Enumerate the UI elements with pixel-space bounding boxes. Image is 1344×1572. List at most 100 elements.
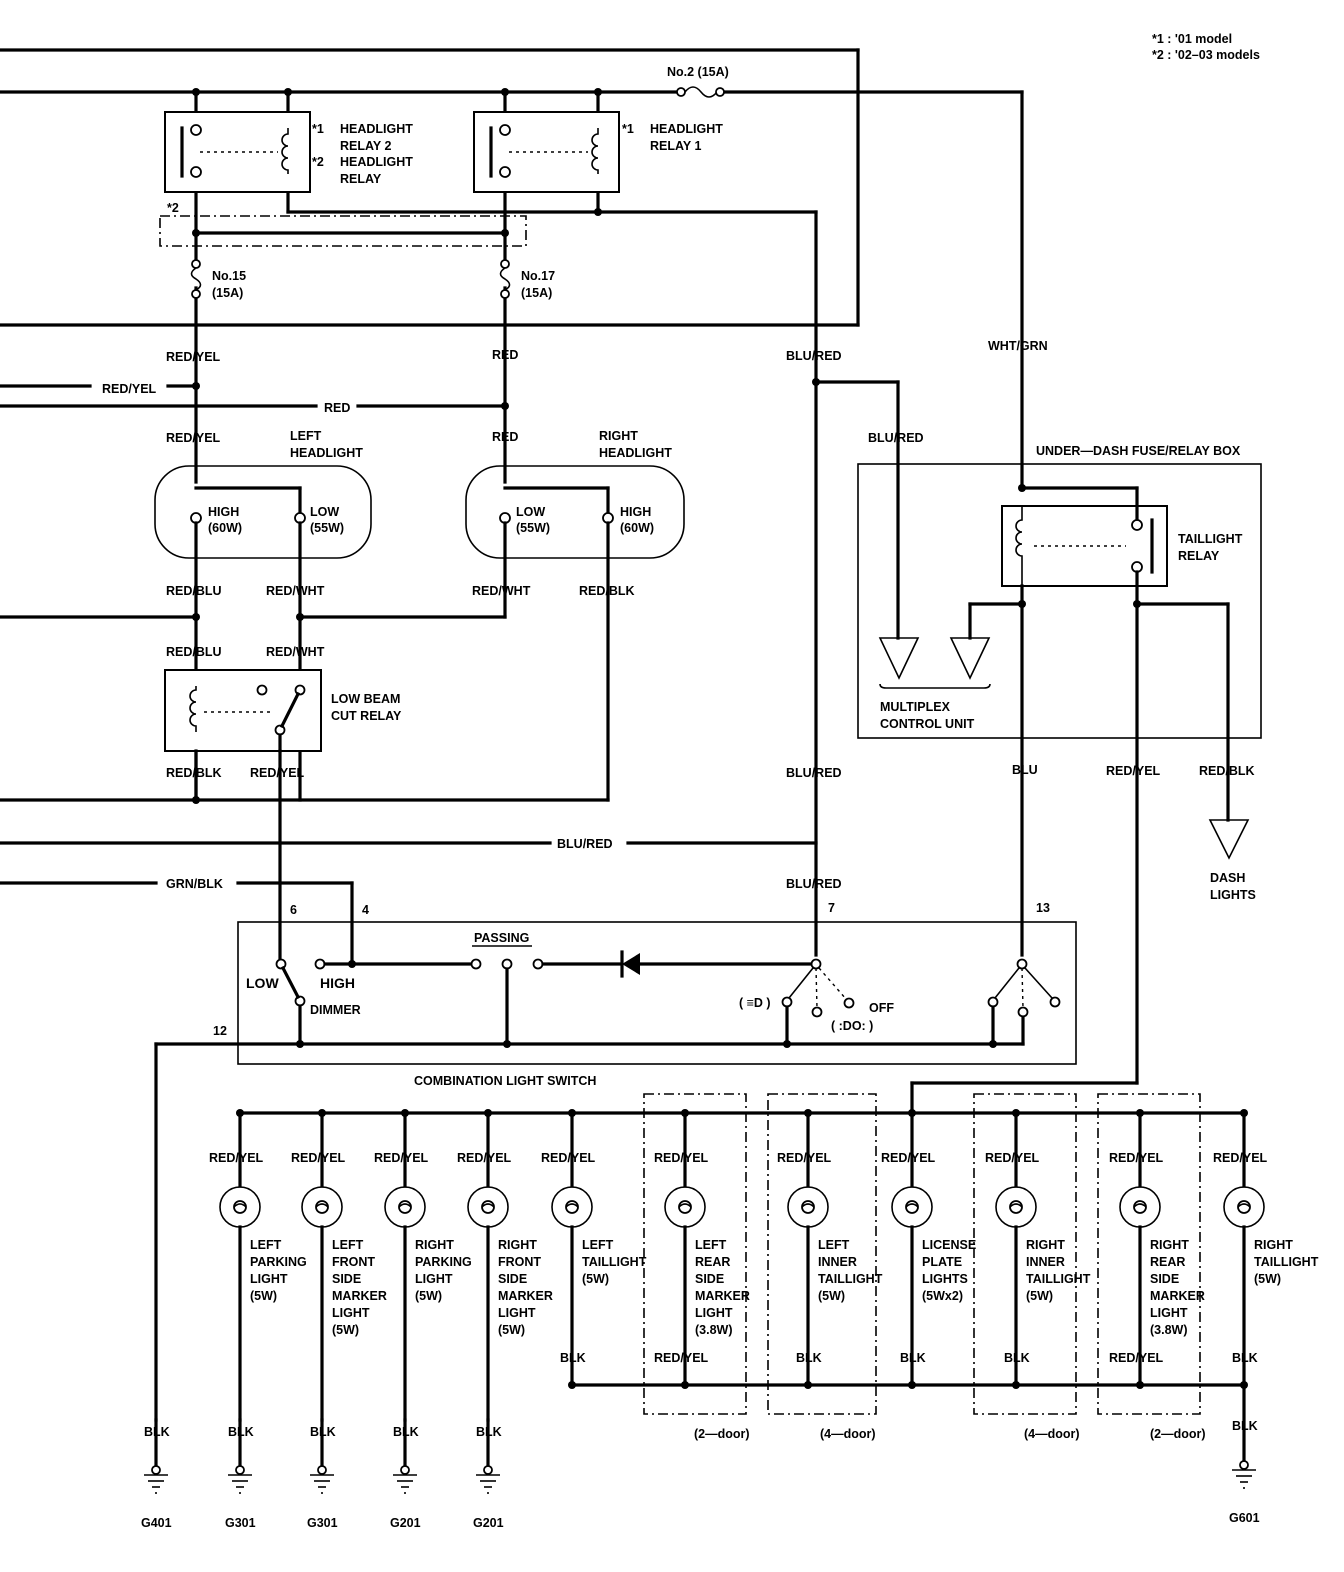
wire-label: RED/WHT (266, 645, 325, 659)
left-feed-lines (0, 384, 507, 408)
lamp-label: RIGHT (1026, 1238, 1065, 1252)
wire-label: RED/YEL (1109, 1151, 1164, 1165)
lamp-label: (3.8W) (1150, 1323, 1188, 1337)
wire-label: BLK (560, 1351, 586, 1365)
lamp-label: SIDE (332, 1272, 361, 1286)
lamp-label: INNER (818, 1255, 857, 1269)
dash-lights-label: LIGHTS (1210, 888, 1256, 902)
multiplex-label: MULTIPLEX (880, 700, 951, 714)
wire-label: BLU/RED (786, 349, 842, 363)
wire-label: RED/BLK (166, 766, 222, 780)
wire-label: RED/YEL (209, 1151, 264, 1165)
dash-lights-label: DASH (1210, 871, 1245, 885)
wire-label: BLU/RED (786, 877, 842, 891)
lamp-label: PLATE (922, 1255, 962, 1269)
wire-label: RED/YEL (1106, 764, 1161, 778)
ground-label: G301 (225, 1516, 256, 1530)
fuse-no15-label: No.15 (212, 269, 246, 283)
wire-label: WHT/GRN (988, 339, 1048, 353)
lamp-label: INNER (1026, 1255, 1065, 1269)
pin-number: 4 (362, 903, 369, 917)
wire-label: RED/YEL (654, 1351, 709, 1365)
lamp-label: RIGHT (1150, 1238, 1189, 1252)
position-parking-label: ( ≡D ) (739, 996, 771, 1010)
wire-label: BLK (228, 1425, 254, 1439)
lamp-group: RED/YELLEFTPARKINGLIGHT(5W)RED/YELLEFTFR… (209, 1109, 1319, 1422)
right-low-label: LOW (516, 505, 545, 519)
passing-label: PASSING (474, 931, 529, 945)
lamp-label: MARKER (1150, 1289, 1205, 1303)
taillight-relay-label: TAILLIGHT (1178, 532, 1243, 546)
left-headlight: LEFT HEADLIGHT HIGH (60W) LOW (55W) (154, 429, 372, 802)
lamp-label: LEFT (582, 1238, 614, 1252)
lamp-label: (5W) (1254, 1272, 1281, 1286)
variant-label: (2—door) (1150, 1427, 1206, 1441)
combination-light-switch: COMBINATION LIGHT SWITCH 6 4 7 13 12 LOW… (154, 901, 1077, 1088)
wire-label: GRN/BLK (166, 877, 223, 891)
hl2-mark2: *2 (312, 155, 324, 169)
wire-label: RED/WHT (472, 584, 531, 598)
lamp-label: LEFT (818, 1238, 850, 1252)
wire-label: RED (492, 430, 518, 444)
left-headlight-title: LEFT (290, 429, 322, 443)
lamp-label: LIGHT (498, 1306, 536, 1320)
lamp-label: TAILLIGHT (582, 1255, 647, 1269)
star2-mark: *2 (167, 201, 179, 215)
lamp-label: RIGHT (415, 1238, 454, 1252)
wire-label: BLU/RED (868, 431, 924, 445)
ground-label: G301 (307, 1516, 338, 1530)
wire-label: RED/YEL (166, 350, 221, 364)
hl2-label-line: RELAY 2 (340, 139, 391, 153)
lamp-label: LEFT (250, 1238, 282, 1252)
left-low-rating: (55W) (310, 521, 344, 535)
dimmer-high-label: HIGH (320, 975, 355, 991)
under-dash-fuse-relay-box: UNDER—DASH FUSE/RELAY BOX TAILLIGHT RELA… (857, 444, 1262, 1085)
ground-group: BLKG401BLKG301BLKG301BLKG201BLKG201BLKG6… (141, 1383, 1260, 1530)
wire-label: BLK (476, 1425, 502, 1439)
lamp-label: (3.8W) (695, 1323, 733, 1337)
wire-label: RED/WHT (266, 584, 325, 598)
lamp-label: (5W) (498, 1323, 525, 1337)
pin-number: 6 (290, 903, 297, 917)
lamp-label: (5W) (250, 1289, 277, 1303)
wire-label: RED/BLU (166, 584, 222, 598)
wire-label: RED/YEL (250, 766, 305, 780)
fuse-no17-rating: (15A) (521, 286, 552, 300)
low-beam-cut-relay: LOW BEAM CUT RELAY (164, 669, 402, 753)
lamp: RED/YELLEFTREARSIDEMARKERLIGHT(3.8W)RED/… (654, 1109, 750, 1389)
lamp-label: SIDE (1150, 1272, 1179, 1286)
left-low-label: LOW (310, 505, 339, 519)
hl1-mark1: *1 (622, 122, 634, 136)
hl2-label-line: HEADLIGHT (340, 155, 413, 169)
left-high-label: HIGH (208, 505, 239, 519)
lamp-label: TAILLIGHT (1254, 1255, 1319, 1269)
variant-label: (4—door) (1024, 1427, 1080, 1441)
hl2-label-line: HEADLIGHT (340, 122, 413, 136)
low-beam-label-line: CUT RELAY (331, 709, 402, 723)
lamp-label: LIGHT (250, 1272, 288, 1286)
lamp-label: REAR (695, 1255, 730, 1269)
wire-label: RED/YEL (881, 1151, 936, 1165)
lamp-label: (5W) (818, 1289, 845, 1303)
wire-label: BLK (1004, 1351, 1030, 1365)
taillight-relay-label: RELAY (1178, 549, 1220, 563)
pin-number: 13 (1036, 901, 1050, 915)
fuse-no15: No.15 (15A) (190, 259, 246, 300)
wire-label: RED/YEL (1213, 1151, 1268, 1165)
wire-label: BLK (144, 1425, 170, 1439)
lamp-label: LEFT (332, 1238, 364, 1252)
position-headlight-label: ( :DO: ) (831, 1019, 873, 1033)
fuse-no15-rating: (15A) (212, 286, 243, 300)
wire-label: BLK (796, 1351, 822, 1365)
lamp-label: LIGHT (1150, 1306, 1188, 1320)
